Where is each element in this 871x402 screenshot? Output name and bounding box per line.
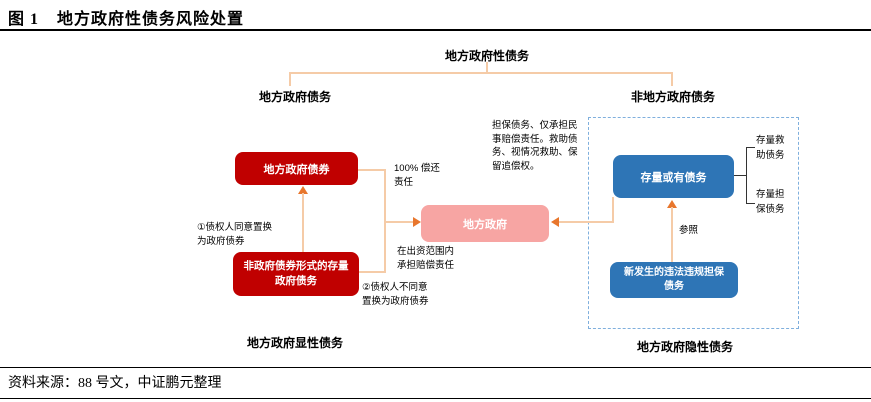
footer-top-rule [0, 367, 871, 368]
connector-root-stem [486, 62, 488, 73]
compensation-scope-label: 在出资范围内 承担赔偿责任 [397, 246, 455, 271]
arrow-into-localgov-right-icon [551, 217, 559, 227]
connector-contingent-down [612, 197, 614, 223]
arrow-reference-up-icon [667, 200, 677, 208]
swap-agree-label: ①债权人同意置换 为政府债券 [197, 222, 273, 247]
left-branch-label: 地方政府债务 [258, 90, 331, 104]
root-label: 地方政府性债务 [444, 49, 529, 63]
stock-guarantee-label: 存量担 保债务 [756, 189, 785, 215]
node-local-gov: 地方政府 [421, 205, 549, 242]
connector-bond-to-bracket [358, 169, 386, 171]
connector-root-horizontal [289, 72, 673, 74]
figure-number: 图 1 [8, 11, 40, 28]
connector-nonbond-to-bracket [359, 271, 386, 273]
footer-bottom-rule [0, 398, 871, 399]
implicit-debt-label: 地方政府隐性债务 [636, 340, 733, 354]
bracket-contingent-stub [734, 175, 747, 176]
connector-reference-vertical [671, 207, 673, 262]
node-stock-contingent: 存量或有债务 [613, 155, 734, 198]
figure-title-text: 地方政府性债务风险处置 [57, 11, 245, 28]
swap-disagree-label: ②债权人不同意 置换为政府债券 [362, 282, 429, 307]
arrow-into-localgov-left-icon [413, 217, 421, 227]
figure-title: 图 1 地方政府性债务风险处置 [8, 5, 244, 29]
node-non-bond-stock: 非政府债券形式的存量 政府债务 [233, 252, 359, 296]
connector-contingent-to-localgov [559, 221, 614, 223]
contingent-note-label: 担保债务、仅承担民 事赔偿责任。救助债 务、视情况救助、保 留追偿权。 [492, 120, 578, 172]
stock-rescue-label: 存量救 助债务 [756, 135, 785, 161]
full-repayment-label: 100% 偿还 责任 [394, 163, 440, 188]
connector-right-branch-drop [671, 72, 673, 86]
connector-swap-vertical [302, 193, 304, 252]
bracket-guarantee-stub [746, 203, 755, 204]
bracket-rescue-stub [746, 147, 755, 148]
node-gov-bond: 地方政府债券 [235, 152, 358, 185]
title-underline [0, 29, 871, 31]
bracket-contingent-vertical [746, 147, 747, 204]
explicit-debt-label: 地方政府显性债务 [246, 336, 343, 350]
node-new-illegal-guarantee: 新发生的违法违规担保 债务 [610, 262, 738, 298]
connector-left-branch-drop [289, 72, 291, 86]
connector-bracket-to-localgov [384, 221, 413, 223]
implicit-debt-dashed-region [588, 117, 799, 329]
arrow-swap-up-icon [298, 186, 308, 194]
right-branch-label: 非地方政府债务 [630, 90, 715, 104]
reference-label: 参照 [679, 225, 699, 236]
source-note: 资料来源：88 号文，中证鹏元整理 [8, 376, 222, 391]
